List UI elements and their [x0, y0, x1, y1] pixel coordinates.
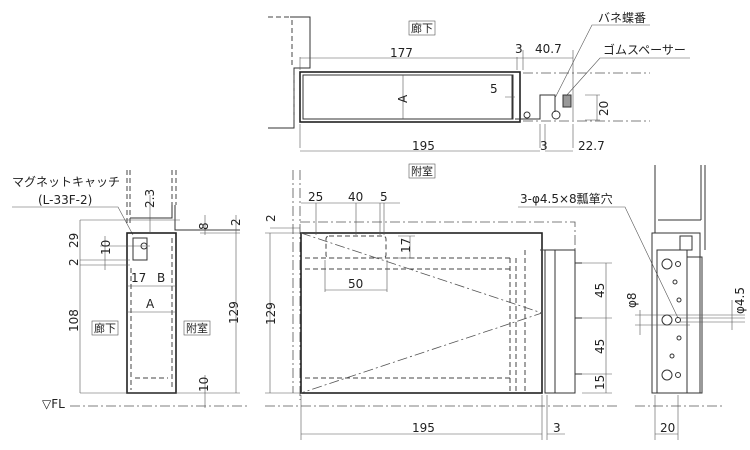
- dim-3: 3: [553, 421, 561, 435]
- dim-2: 2: [264, 214, 278, 222]
- dim-A: A: [146, 297, 155, 311]
- dim-3: 3: [515, 42, 523, 56]
- magnet-catch-label: マグネットキャッチ: [12, 175, 120, 189]
- floor-level-label: ▽FL: [42, 397, 65, 411]
- rubber-spacer-label: ゴムスペーサー: [603, 42, 686, 57]
- dim-8: 8: [197, 222, 211, 230]
- dim-195: 195: [412, 139, 435, 153]
- door-section: [126, 232, 177, 394]
- dim-45: 45: [593, 283, 607, 298]
- dim-A: A: [396, 94, 410, 103]
- dim-45: 45: [593, 339, 607, 354]
- room-label-anteroom: 附室: [186, 321, 208, 335]
- magnet-catch-hidden: [325, 235, 387, 259]
- dim-40-7: 40.7: [535, 42, 562, 56]
- mounting-hole-icon: [669, 279, 682, 359]
- magnet-model-label: (L-33F-2): [38, 193, 92, 207]
- side-view: φ8 φ4.5 20: [625, 165, 747, 440]
- rubber-spacer-mark: [562, 94, 572, 108]
- dim-17: 17: [131, 271, 146, 285]
- spring-hinge-label: バネ蝶番: [598, 10, 646, 25]
- dim-20: 20: [660, 421, 675, 435]
- dim-5: 5: [490, 82, 498, 96]
- dim-50: 50: [348, 277, 363, 291]
- room-label-corridor: 廊下: [411, 21, 433, 35]
- dim-195: 195: [412, 421, 435, 435]
- room-label-anteroom: 附室: [411, 164, 433, 178]
- dim-20: 20: [597, 101, 611, 116]
- dim-40: 40: [348, 190, 363, 204]
- dim-B: B: [157, 271, 165, 285]
- plan-view: 177 3 40.7 5 A 20 195 3 22.7 廊下 附室 バネ蝶番 …: [268, 10, 690, 179]
- door-front: [300, 232, 543, 394]
- gourd-hole-icon: [661, 258, 681, 381]
- dim-25: 25: [308, 190, 323, 204]
- dim-2-3: 2.3: [143, 189, 157, 208]
- dim-2: 2: [229, 218, 243, 226]
- dim-17: 17: [399, 238, 413, 253]
- hinge-plate: [544, 249, 576, 394]
- dim-29: 29: [67, 233, 81, 248]
- dim-5: 5: [380, 190, 388, 204]
- hinge-pin-icon: [551, 110, 561, 120]
- door-leaf-plan: [299, 71, 521, 123]
- screw-icon: [523, 111, 531, 119]
- dim-3: 3: [540, 139, 548, 153]
- gourd-holes-label: 3-φ4.5×8瓢箪穴: [520, 191, 613, 206]
- front-view: 25 40 5 2 17 50 129 195 3 45 45 15 3-φ4.…: [264, 170, 679, 440]
- dim-129: 129: [264, 302, 278, 325]
- dim-phi8: φ8: [625, 292, 639, 308]
- dim-177: 177: [390, 46, 413, 60]
- dim-10: 10: [99, 240, 113, 255]
- dim-129: 129: [227, 301, 241, 324]
- dim-phi4-5: φ4.5: [733, 287, 747, 314]
- dim-15: 15: [593, 375, 607, 390]
- dim-22-7: 22.7: [578, 139, 605, 153]
- dim-2: 2: [67, 258, 81, 266]
- room-label-corridor: 廊下: [94, 321, 116, 335]
- dim-10: 10: [197, 377, 211, 392]
- section-view: マグネットキャッチ (L-33F-2) 2.3 8 2 29 10 2 17 B…: [12, 170, 250, 411]
- magnet-catch-icon: [132, 237, 148, 261]
- dim-108: 108: [67, 309, 81, 332]
